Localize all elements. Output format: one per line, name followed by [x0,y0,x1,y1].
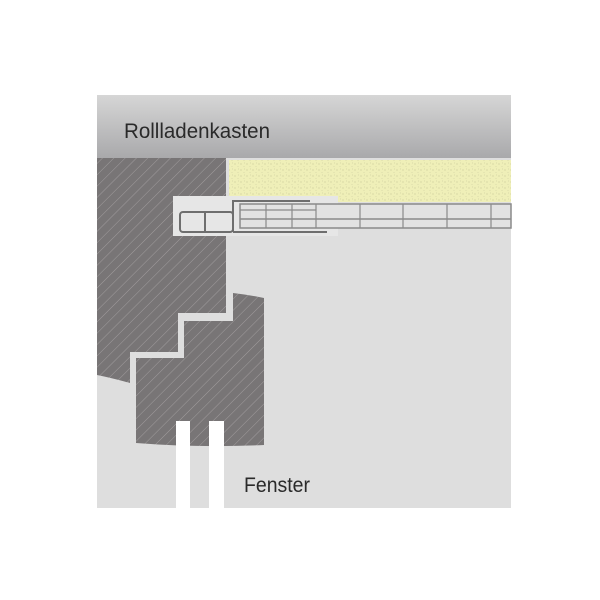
label-fenster: Fenster [244,474,310,497]
label-rollladenkasten: Rollladenkasten [124,120,270,143]
shutter-profile [173,196,512,236]
window-glass-pane-2 [209,421,224,509]
roller-shutter-box-header [97,95,511,158]
insulation [229,160,511,202]
window-glass-pane-1 [176,421,190,509]
window-frame [136,293,264,447]
